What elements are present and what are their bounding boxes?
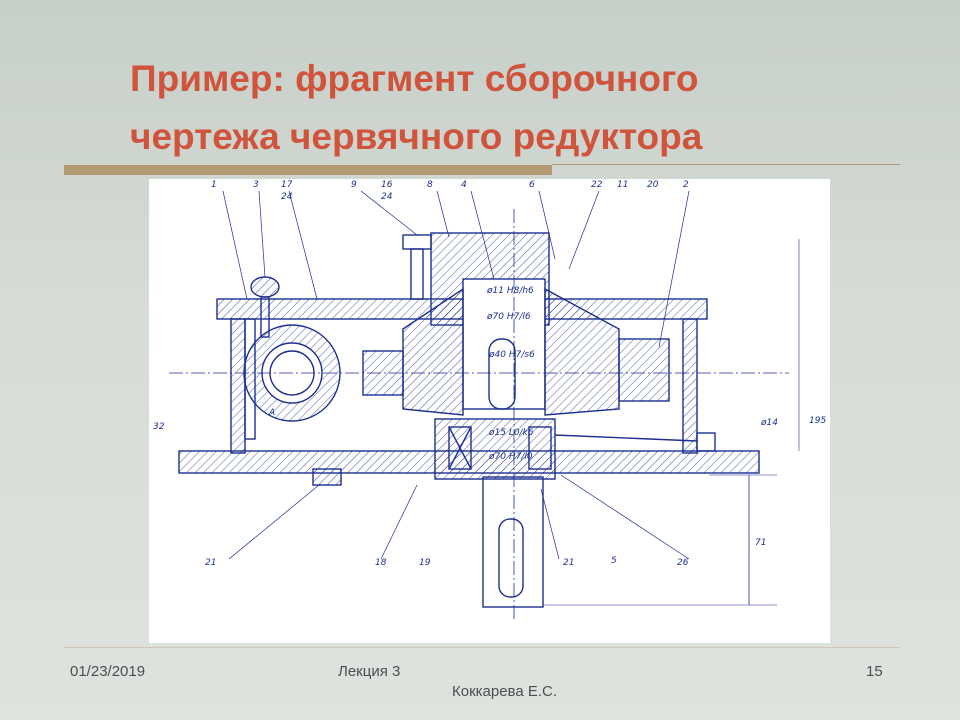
dimension-label: 32 (153, 422, 165, 432)
output-shaft (482, 476, 544, 608)
callout-label: 1 (211, 180, 217, 190)
callout-label: 19 (419, 558, 431, 568)
footer-date: 01/23/2019 (70, 663, 146, 680)
callout-label: 5 (611, 556, 617, 566)
footer-lecture: Лекция 3 (338, 663, 401, 680)
callout-label: 16 (381, 180, 393, 190)
slide-number: 15 (866, 663, 883, 680)
callout-label: 26 (677, 558, 689, 568)
callout-label: 18 (375, 558, 387, 568)
callout-label: 21 (205, 558, 216, 568)
dimension-label: ø70 H7/l6 (486, 312, 531, 322)
title-underline-thin (552, 164, 900, 165)
callout-label: 22 (591, 180, 603, 190)
worm-gearbox-drawing: 1 3 17 24 9 16 24 8 4 6 22 11 20 2 21 18… (153, 180, 826, 619)
gear-hub (462, 278, 546, 410)
dimension-label: ø40 H7/s6 (488, 350, 535, 360)
callout-label: 20 (647, 180, 659, 190)
dimension-label: 71 (755, 538, 766, 548)
callout-label: 3 (253, 180, 259, 190)
callout-label: 21 (563, 558, 574, 568)
dimension-label: 195 (809, 416, 826, 426)
footer-author: Коккарева Е.С. (452, 683, 558, 700)
callout-label: 11 (617, 180, 628, 190)
housing-left-wall (230, 318, 246, 454)
dimension-label: ø11 H8/h6 (486, 286, 534, 296)
section-mark: A (268, 408, 275, 418)
callout-label: 24 (381, 192, 393, 202)
slide-title-line-1: Пример: фрагмент сборочного (130, 58, 699, 99)
callout-label: 24 (281, 192, 293, 202)
dimension-label: ø15 L0/k6 (488, 428, 534, 438)
callout-label: 8 (427, 180, 433, 190)
callout-label: 2 (683, 180, 689, 190)
slide-title: Пример: фрагмент сборочного чертежа черв… (130, 50, 910, 166)
callout-label: 6 (529, 180, 535, 190)
footer-divider (64, 647, 900, 648)
dimension-label: ø14 (760, 418, 778, 428)
callout-label: 4 (461, 180, 467, 190)
callout-label: 17 (281, 180, 293, 190)
title-underline-bar (64, 165, 552, 175)
dimension-label: ø70 H7/l0 (488, 452, 533, 462)
housing-right-wall (682, 318, 698, 454)
callout-label: 9 (351, 180, 357, 190)
assembly-drawing: 1 3 17 24 9 16 24 8 4 6 22 11 20 2 21 18… (149, 179, 830, 643)
slide-title-line-2: чертежа червячного редуктора (130, 116, 703, 157)
